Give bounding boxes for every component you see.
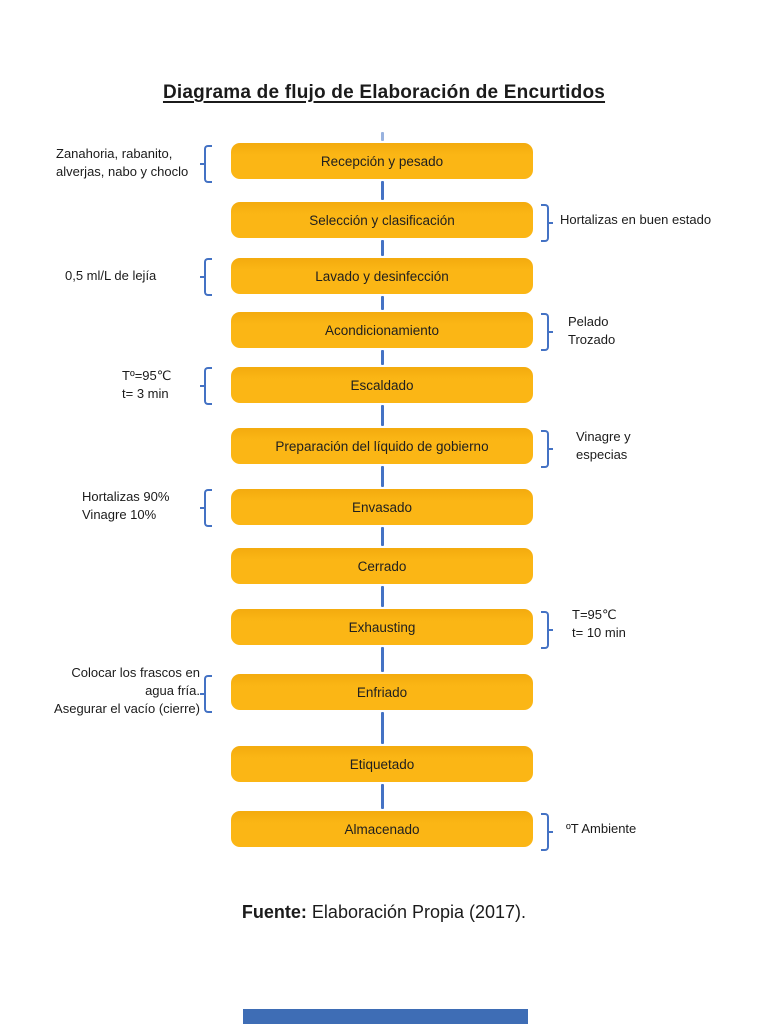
annotation-line: t= 10 min — [572, 625, 626, 640]
flow-step-almacenado: Almacenado — [231, 811, 533, 847]
flow-step-label: Etiquetado — [349, 756, 415, 772]
annotation-line: Vinagre 10% — [82, 507, 157, 522]
flow-connector — [381, 296, 384, 310]
source-label: Fuente: — [241, 902, 307, 922]
flow-step-label: Acondicionamiento — [324, 322, 440, 338]
flow-step-envasado: Envasado — [231, 489, 533, 525]
flow-step-label: Exhausting — [348, 619, 416, 635]
flow-step-label: Selección y clasificación — [309, 212, 455, 228]
brace-left-icon — [200, 145, 212, 183]
annotation-line: 0,5 ml/L de lejía — [65, 268, 157, 283]
annotation-lejia: 0,5 ml/L de lejía — [65, 267, 156, 285]
annotation-pelado-trozado: Pelado Trozado — [568, 313, 615, 349]
flow-step-seleccion-y-clasificacion: Selección y clasificación — [231, 202, 533, 238]
brace-right-icon — [541, 813, 553, 851]
flow-step-label: Escaldado — [350, 377, 414, 393]
annotation-line: Tº=95℃ — [122, 368, 172, 383]
annotation-line: Hortalizas en buen estado — [560, 212, 712, 227]
flow-connector — [381, 350, 384, 365]
annotation-envasado-ratio: Hortalizas 90% Vinagre 10% — [82, 488, 169, 524]
flow-step-label: Preparación del líquido de gobierno — [275, 438, 489, 454]
bottom-progress-bar — [243, 1009, 528, 1024]
brace-left-icon — [200, 489, 212, 527]
brace-right-icon — [541, 204, 553, 242]
annotation-line: Zanahoria, rabanito, — [56, 146, 173, 161]
flow-connector — [381, 466, 384, 487]
annotation-escaldado-params: Tº=95℃ t= 3 min — [122, 367, 171, 403]
annotation-line: Vinagre y — [576, 429, 631, 444]
flow-connector — [381, 784, 384, 809]
flow-step-preparacion-liquido-gobierno: Preparación del líquido de gobierno — [231, 428, 533, 464]
flow-connector — [381, 647, 384, 672]
flow-step-recepcion-y-pesado: Recepción y pesado — [231, 143, 533, 179]
brace-right-icon — [541, 430, 553, 468]
flow-connector — [381, 240, 384, 256]
annotation-line: Asegurar el vacío (cierre) — [54, 701, 200, 716]
brace-left-icon — [200, 367, 212, 405]
flow-step-label: Almacenado — [344, 821, 420, 837]
flow-step-cerrado: Cerrado — [231, 548, 533, 584]
annotation-vinagre-especias: Vinagre y especias — [576, 428, 631, 464]
flow-connector-stub — [381, 132, 384, 141]
flow-step-exhausting: Exhausting — [231, 609, 533, 645]
flow-step-label: Envasado — [351, 499, 413, 515]
source-caption: Fuente: Elaboración Propia (2017). — [0, 902, 768, 923]
flow-connector — [381, 586, 384, 607]
annotation-line: ºT Ambiente — [566, 821, 637, 836]
annotation-line: Colocar los frascos en — [71, 665, 200, 680]
annotation-line: agua fría. — [145, 683, 200, 698]
annotation-line: especias — [576, 447, 628, 462]
flow-step-label: Cerrado — [357, 558, 407, 574]
annotation-temperatura-ambiente: ºT Ambiente — [566, 820, 636, 838]
brace-left-icon — [200, 258, 212, 296]
annotation-line: t= 3 min — [122, 386, 169, 401]
source-text: Elaboración Propia (2017). — [306, 902, 527, 922]
brace-right-icon — [541, 611, 553, 649]
flow-step-label: Recepción y pesado — [320, 153, 444, 169]
flow-connector — [381, 181, 384, 200]
flow-connector — [381, 405, 384, 426]
annotation-line: alverjas, nabo y choclo — [56, 164, 189, 179]
page-title: Diagrama de flujo de Elaboración de Encu… — [162, 82, 606, 103]
annotation-exhausting-params: T=95℃ t= 10 min — [572, 606, 626, 642]
flow-step-label: Enfriado — [356, 684, 408, 700]
annotation-enfriado-instrucciones: Colocar los frascos en agua fría. Asegur… — [54, 664, 200, 718]
flow-step-etiquetado: Etiquetado — [231, 746, 533, 782]
annotation-line: Hortalizas 90% — [82, 489, 170, 504]
annotation-line: Trozado — [568, 332, 616, 347]
annotation-line: Pelado — [568, 314, 609, 329]
flow-step-lavado-y-desinfeccion: Lavado y desinfección — [231, 258, 533, 294]
annotation-hortalizas-buen-estado: Hortalizas en buen estado — [560, 211, 711, 229]
flow-step-label: Lavado y desinfección — [315, 268, 449, 284]
brace-right-icon — [541, 313, 553, 351]
flow-step-escaldado: Escaldado — [231, 367, 533, 403]
flow-step-enfriado: Enfriado — [231, 674, 533, 710]
annotation-recepcion-inputs: Zanahoria, rabanito, alverjas, nabo y ch… — [56, 145, 188, 181]
annotation-line: T=95℃ — [572, 607, 617, 622]
brace-left-icon — [200, 675, 212, 713]
flow-step-acondicionamiento: Acondicionamiento — [231, 312, 533, 348]
flow-connector — [381, 527, 384, 546]
flow-connector — [381, 712, 384, 744]
